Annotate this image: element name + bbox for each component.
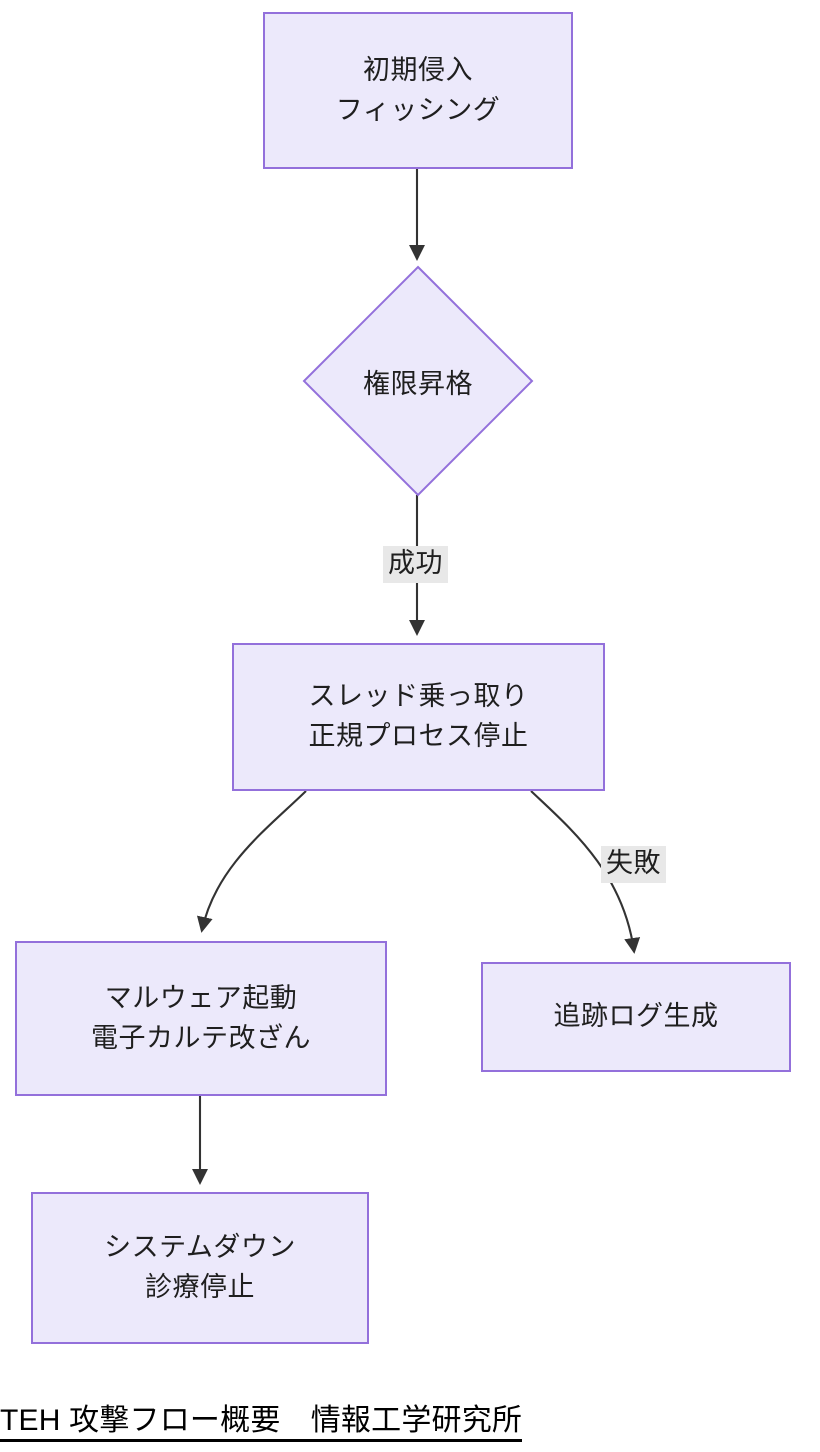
node-trace-log[interactable]: 追跡ログ生成 <box>481 962 791 1072</box>
node-trace-log-line-1: 追跡ログ生成 <box>553 1001 719 1032</box>
node-initial-access-line-2: フィッシング <box>335 94 501 125</box>
node-thread-hijack-line-1: スレッド乗っ取り <box>308 681 529 712</box>
node-system-down-line-1: システムダウン <box>104 1232 296 1263</box>
node-system-down-line-2: 診療停止 <box>145 1272 255 1302</box>
diamond-shape <box>302 265 534 497</box>
edge-label-success: 成功 <box>383 546 448 583</box>
caption: TEH 攻撃フロー概要 情報工学研究所 <box>0 1404 820 1442</box>
node-thread-hijack-line-2: 正規プロセス停止 <box>308 721 529 751</box>
node-system-down[interactable]: システムダウン 診療停止 <box>31 1192 369 1344</box>
edge-thread-hijack-to-malware-launch <box>196 790 307 933</box>
node-privilege-escalation[interactable]: 権限昇格 <box>302 265 534 497</box>
node-thread-hijack[interactable]: スレッド乗っ取り 正規プロセス停止 <box>232 643 605 791</box>
node-malware-launch[interactable]: マルウェア起動 電子カルテ改ざん <box>15 941 387 1096</box>
node-initial-access-line-1: 初期侵入 <box>363 54 473 85</box>
edge-label-failure: 失敗 <box>601 846 666 883</box>
node-privilege-escalation-label: 権限昇格 <box>363 368 473 399</box>
node-malware-launch-line-2: 電子カルテ改ざん <box>91 1022 311 1053</box>
caption-text: TEH 攻撃フロー概要 情報工学研究所 <box>0 1404 523 1442</box>
node-initial-access[interactable]: 初期侵入 フィッシング <box>263 12 573 169</box>
node-malware-launch-line-1: マルウェア起動 <box>104 982 298 1013</box>
